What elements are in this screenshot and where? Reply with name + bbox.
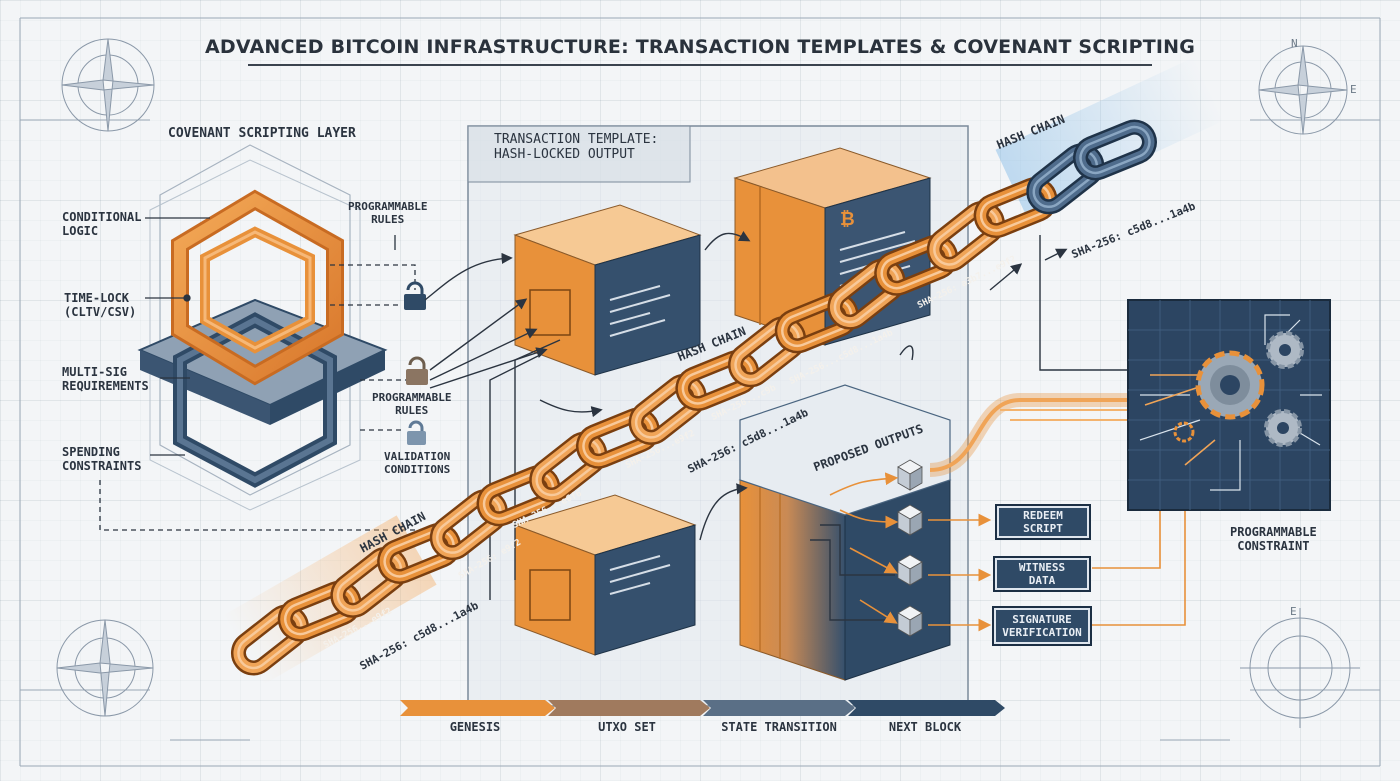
- label-line: PROGRAMMABLE: [1230, 525, 1317, 539]
- label-line: CONSTRAINT: [1237, 538, 1310, 553]
- label-line: (CLTV/CSV): [64, 304, 137, 319]
- label-programmable-rules-mid: PROGRAMMABLE RULES: [372, 391, 452, 417]
- gear-icon: [1195, 350, 1265, 420]
- covenant-heading: COVENANT SCRIPTING LAYER: [168, 126, 356, 141]
- label-multi-sig: MULTI-SIG REQUIREMENTS: [62, 365, 149, 394]
- output-cube-icon: [897, 459, 923, 491]
- programmable-constraint-panel: [1127, 299, 1331, 511]
- gear-icon: [1266, 331, 1304, 369]
- padlock-icon: [406, 356, 428, 385]
- label-line: MULTI-SIG: [62, 365, 128, 379]
- compass-east-label: E: [1290, 605, 1297, 618]
- label-line: VERIFICATION: [1002, 626, 1082, 639]
- label-line: RULES: [395, 403, 429, 417]
- timeline-next-block: NEXT BLOCK: [888, 720, 962, 734]
- chain-link-highlight: [681, 356, 754, 405]
- output-cube-icon: [897, 554, 923, 586]
- label-validation-conditions: VALIDATION CONDITIONS: [384, 450, 451, 476]
- output-arrows: [829, 470, 1186, 632]
- label-conditional-logic: CONDITIONAL LOGIC: [62, 210, 142, 239]
- programmable-constraint-label: PROGRAMMABLE CONSTRAINT: [1230, 525, 1317, 554]
- output-cube-icon: [897, 605, 923, 637]
- chain-link-highlight: [634, 380, 701, 439]
- timeline-state-transition: STATE TRANSITION: [721, 720, 837, 734]
- chain-link-highlight: [933, 207, 999, 266]
- label-line: LOGIC: [62, 223, 99, 238]
- chain-link-highlight: [880, 241, 952, 290]
- covenant-layers: [137, 144, 388, 511]
- template-box-top: [513, 204, 702, 376]
- label-line: RULES: [371, 212, 405, 226]
- data-pipe: [929, 393, 1160, 477]
- label-line: TIME-LOCK: [64, 291, 130, 305]
- chain-link-highlight: [482, 471, 555, 521]
- label-line: REDEEM: [1023, 508, 1063, 522]
- compass-rose-icon: [1240, 608, 1360, 728]
- template-heading: TRANSACTION TEMPLATE: HASH-LOCKED OUTPUT: [494, 132, 659, 163]
- chain-link-highlight: [237, 610, 303, 670]
- label-line: WITNESS: [1018, 560, 1066, 574]
- blueprint-frame: [19, 17, 1381, 767]
- chain-link-highlight: [535, 437, 602, 497]
- page-title: ADVANCED BITCOIN INFRASTRUCTURE: TRANSAC…: [204, 36, 1196, 58]
- chain-link-highlight: [979, 183, 1052, 232]
- label-line: SIGNATURE: [1012, 612, 1072, 626]
- label-programmable-rules-top: PROGRAMMABLE RULES: [348, 200, 428, 226]
- chain-link-highlight: [1079, 125, 1151, 175]
- chain-link-highlight: [781, 298, 853, 348]
- compass-north-label: N: [1291, 37, 1298, 50]
- label-line: SCRIPT: [1023, 522, 1063, 535]
- compass-rose-icon: [61, 38, 155, 132]
- timeline-utxo-set: UTXO SET: [598, 720, 656, 734]
- label-time-lock: TIME-LOCK (CLTV/CSV): [64, 291, 137, 320]
- label-line: PROGRAMMABLE: [348, 200, 428, 213]
- padlock-icon: [407, 420, 426, 445]
- compass-rose-icon: [56, 619, 154, 717]
- label-line: VALIDATION: [384, 450, 451, 463]
- compass-east-label: E: [1350, 83, 1357, 96]
- label-line: CONDITIONAL: [62, 210, 142, 224]
- chain-link-highlight: [734, 322, 800, 381]
- label-line: DATA: [1028, 574, 1056, 587]
- timeline-genesis: GENESIS: [449, 720, 501, 734]
- hash-chain: [230, 119, 1157, 676]
- compass-rose-icon: [1258, 45, 1348, 135]
- label-line: TRANSACTION TEMPLATE:: [494, 132, 659, 147]
- label-line: HASH-LOCKED OUTPUT: [494, 146, 635, 162]
- chain-link-highlight: [833, 264, 900, 324]
- label-line: REQUIREMENTS: [62, 378, 149, 393]
- label-line: CONDITIONS: [384, 462, 451, 476]
- chain-link-highlight: [1032, 149, 1099, 209]
- chain-link-highlight: [436, 495, 502, 554]
- padlock-icon: [404, 281, 426, 310]
- gear-icon: [1264, 409, 1302, 447]
- bitcoin-icon: ₿: [840, 209, 855, 230]
- label-line: PROGRAMMABLE: [372, 391, 452, 404]
- chain-link-highlight: [582, 414, 654, 463]
- chain-link-highlight: [336, 553, 403, 612]
- output-cube-icon: [897, 504, 923, 536]
- label-spending-constraints: SPENDING CONSTRAINTS: [62, 445, 142, 474]
- chain-link-highlight: [383, 529, 455, 578]
- gear-icon: [1173, 421, 1195, 443]
- title-underline: [248, 64, 1152, 66]
- proposed-outputs-box: [738, 384, 952, 681]
- label-line: CONSTRAINTS: [62, 458, 142, 473]
- template-box-bottom: [513, 494, 697, 656]
- timeline-bar: [400, 700, 1005, 716]
- label-line: SPENDING: [62, 445, 120, 459]
- chain-link-highlight: [283, 587, 356, 636]
